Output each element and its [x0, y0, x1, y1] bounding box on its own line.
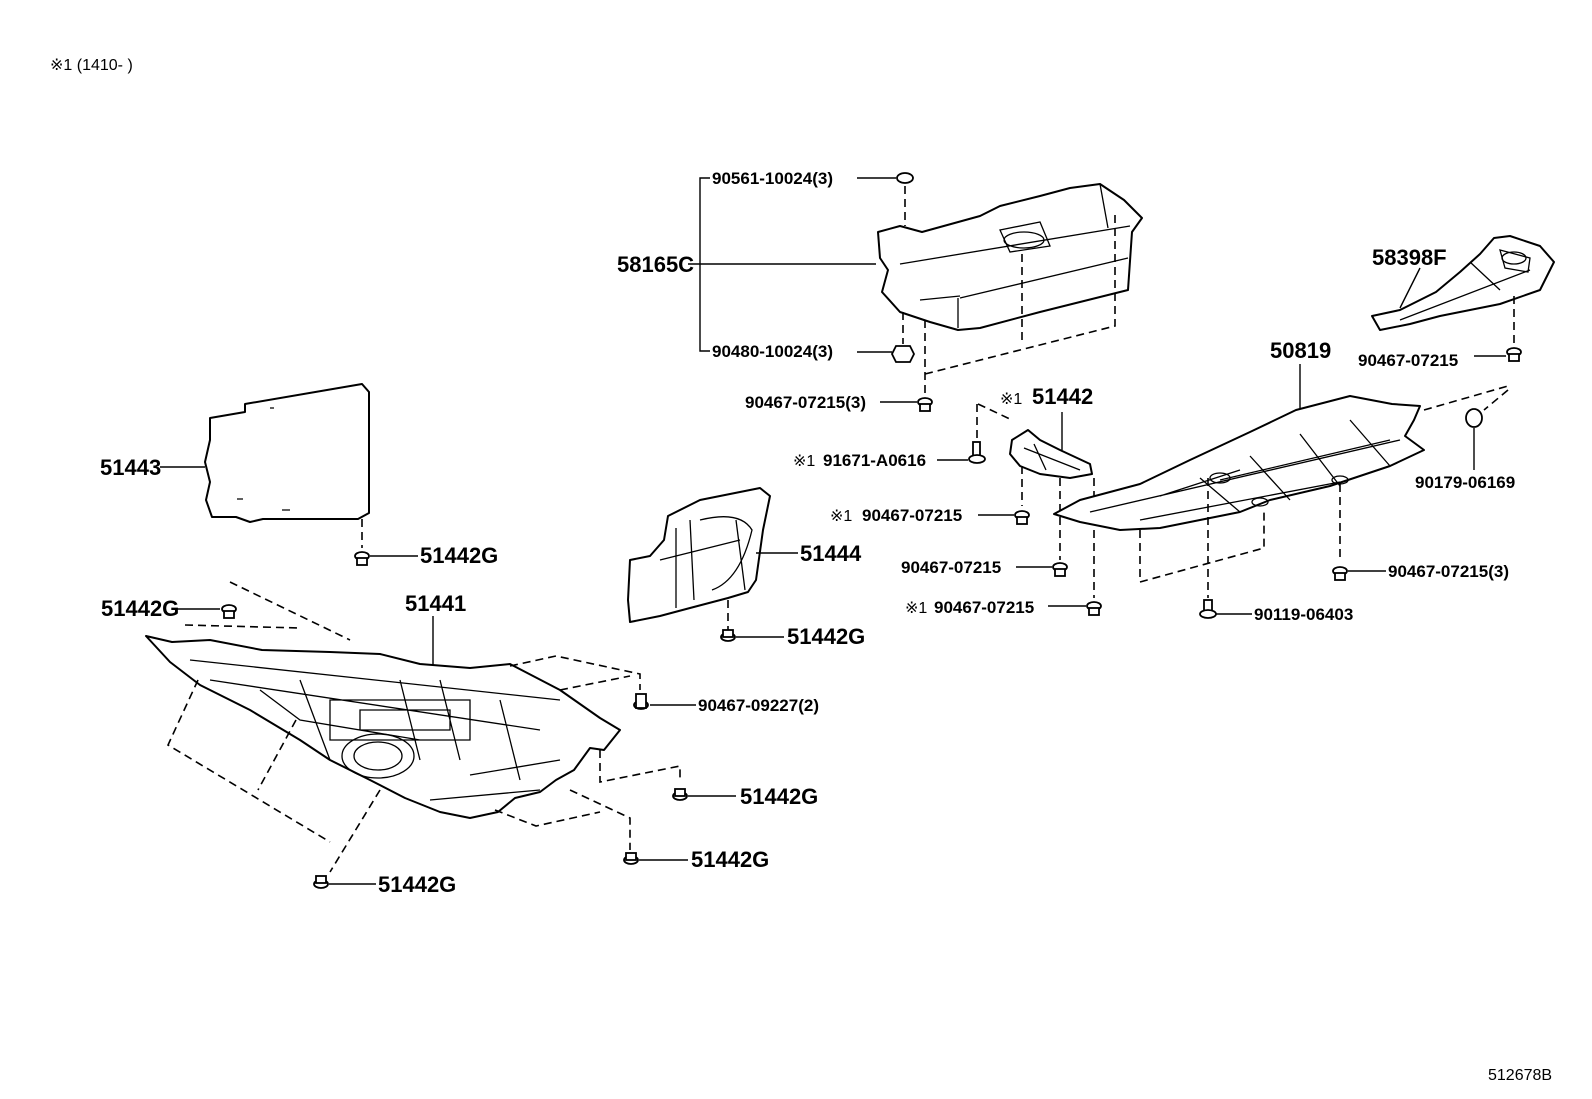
label-90467-07215-c[interactable]: 90467-07215: [1358, 351, 1458, 370]
label-51442G-c[interactable]: 51442G: [740, 784, 818, 809]
mark-90467-b: ※1: [905, 600, 927, 617]
part-51444[interactable]: [627, 487, 771, 623]
label-51443[interactable]: 51443: [100, 455, 161, 480]
bracket-58165C: [699, 177, 710, 352]
label-50819[interactable]: 50819: [1270, 338, 1331, 363]
label-51442G-f[interactable]: 51442G: [787, 624, 865, 649]
grommet-90179-06169[interactable]: [1465, 408, 1483, 428]
label-90179-06169[interactable]: 90179-06169: [1415, 473, 1515, 492]
bolt-90119-06403[interactable]: [1199, 599, 1217, 619]
label-90467-09227[interactable]: 90467-09227(2): [698, 696, 819, 715]
nut-90561-10024[interactable]: [896, 172, 914, 184]
label-90480-10024[interactable]: 90480-10024(3): [712, 342, 833, 361]
part-58398F[interactable]: [1371, 235, 1555, 331]
label-51442G-a[interactable]: 51442G: [420, 543, 498, 568]
clip-51442G-d[interactable]: [623, 852, 639, 865]
label-90467-07215-3a[interactable]: 90467-07215(3): [745, 393, 866, 412]
label-58398F[interactable]: 58398F: [1372, 245, 1447, 270]
nut-90480-10024[interactable]: [890, 345, 916, 363]
clip-51442G-a[interactable]: [354, 551, 370, 566]
part-50819[interactable]: [1053, 395, 1425, 531]
label-51442G-e[interactable]: 51442G: [378, 872, 456, 897]
clip-51442G-c[interactable]: [672, 788, 688, 801]
label-58165C[interactable]: 58165C: [617, 252, 694, 277]
label-90467-07215-x1b[interactable]: 90467-07215: [934, 598, 1034, 617]
label-51442G-b[interactable]: 51442G: [101, 596, 179, 621]
label-90119-06403[interactable]: 90119-06403: [1254, 605, 1353, 624]
label-51441[interactable]: 51441: [405, 591, 466, 616]
label-91671-A0616[interactable]: 91671-A0616: [823, 451, 926, 470]
bolt-91671-A0616[interactable]: [968, 441, 986, 464]
clip-90467-07215-3b[interactable]: [1332, 566, 1348, 581]
part-51441[interactable]: [145, 635, 621, 819]
label-90561-10024[interactable]: 90561-10024(3): [712, 169, 833, 188]
clip-90467-07215-x1b[interactable]: [1086, 601, 1102, 616]
mark-51442: ※1: [1000, 391, 1022, 408]
diagram-id: 512678B: [1488, 1067, 1552, 1084]
part-58165C[interactable]: [877, 183, 1143, 331]
clip-51442G-f[interactable]: [720, 629, 736, 642]
part-51443[interactable]: [204, 383, 370, 523]
clip-51442G-e[interactable]: [313, 875, 329, 889]
clip-90467-07215-c[interactable]: [1506, 347, 1522, 362]
clip-90467-07215-b[interactable]: [1052, 562, 1068, 577]
label-51442[interactable]: 51442: [1032, 384, 1093, 409]
part-51442[interactable]: [1009, 429, 1093, 479]
label-90467-07215-3b[interactable]: 90467-07215(3): [1388, 562, 1509, 581]
clip-90467-07215-x1a[interactable]: [1014, 510, 1030, 525]
label-90467-07215-x1a[interactable]: 90467-07215: [862, 506, 962, 525]
label-90467-07215-b[interactable]: 90467-07215: [901, 558, 1001, 577]
clip-51442G-b[interactable]: [221, 604, 237, 619]
bolt-90467-09227[interactable]: [633, 693, 649, 710]
label-51442G-d[interactable]: 51442G: [691, 847, 769, 872]
leader-58398F: [1399, 267, 1421, 309]
header-note: ※1 (1410- ): [50, 57, 133, 74]
mark-91671: ※1: [793, 453, 815, 470]
mark-90467-a: ※1: [830, 508, 852, 525]
clip-90467-07215-3a[interactable]: [917, 397, 933, 412]
label-51444[interactable]: 51444: [800, 541, 862, 566]
